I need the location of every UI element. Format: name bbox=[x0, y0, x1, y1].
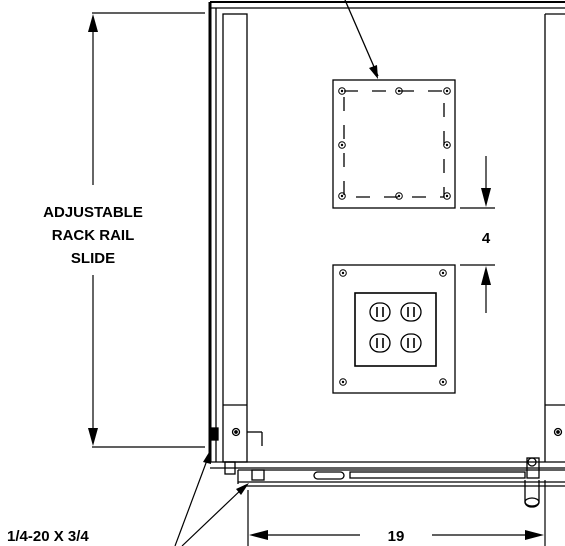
rail-dimension bbox=[88, 12, 205, 448]
spacing-label: 4 bbox=[482, 230, 491, 247]
rail-label-line2: RACK RAIL bbox=[52, 227, 135, 244]
width-dimension bbox=[247, 480, 546, 546]
base-slide bbox=[210, 457, 565, 508]
outlet-plate bbox=[332, 264, 456, 394]
right-rack-rail bbox=[544, 13, 565, 462]
cabinet-frame bbox=[208, 1, 565, 462]
rail-label-line1: ADJUSTABLE bbox=[43, 204, 143, 221]
spacing-dimension bbox=[460, 156, 495, 313]
screw-leaders bbox=[174, 449, 249, 546]
rail-label-line3: SLIDE bbox=[71, 250, 115, 267]
width-label: 19 bbox=[388, 528, 405, 545]
left-rack-rail bbox=[211, 13, 263, 463]
duplex-outlet bbox=[369, 302, 422, 353]
blank-plate bbox=[332, 79, 456, 209]
screw-spec-label: 1/4-20 X 3/4 bbox=[7, 528, 89, 545]
plate-leader bbox=[344, 0, 379, 77]
